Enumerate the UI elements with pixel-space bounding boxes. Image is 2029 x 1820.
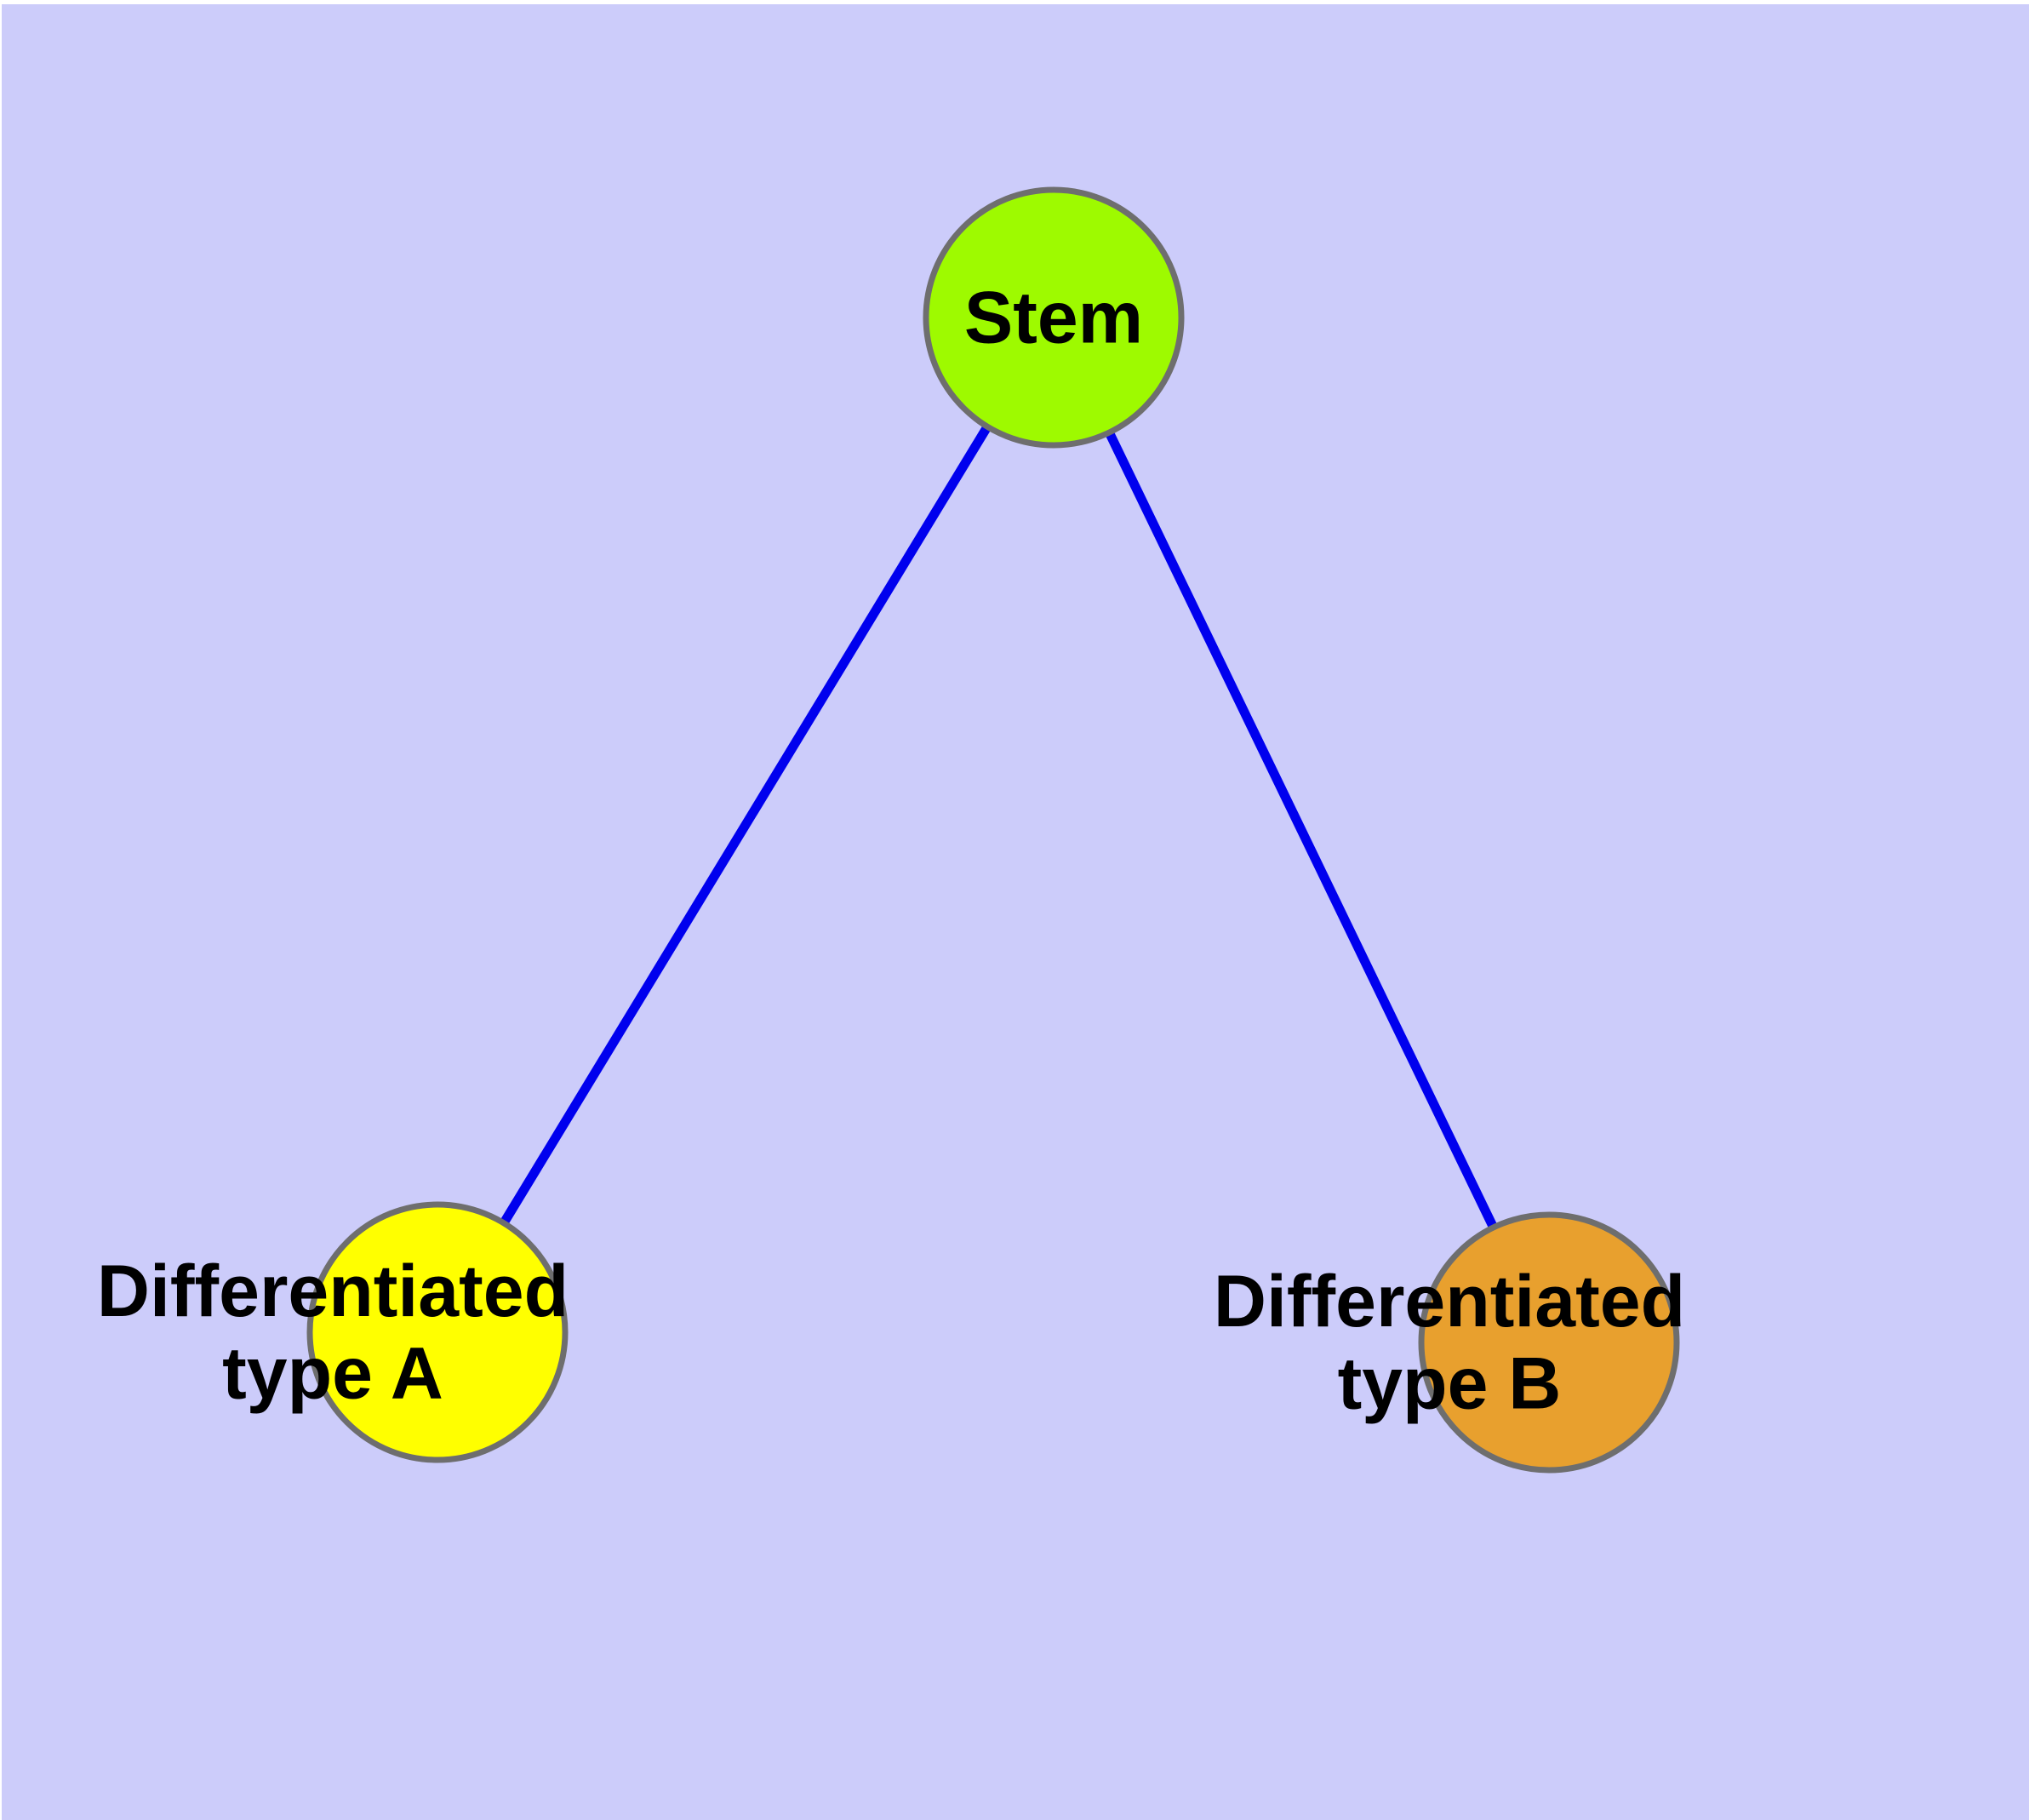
node-differentiated-type-a-circle[interactable] <box>306 1201 569 1463</box>
node-stem-circle[interactable] <box>923 186 1185 449</box>
edge-stem-to-differentiated-type-a <box>433 315 1058 1335</box>
edges-layer <box>433 315 1553 1345</box>
nodes-layer <box>306 186 1680 1474</box>
node-stem-label: Stem <box>964 277 1143 358</box>
node-differentiated-type-b-circle[interactable] <box>1418 1211 1680 1474</box>
edge-stem-to-differentiated-type-b <box>1049 315 1553 1345</box>
